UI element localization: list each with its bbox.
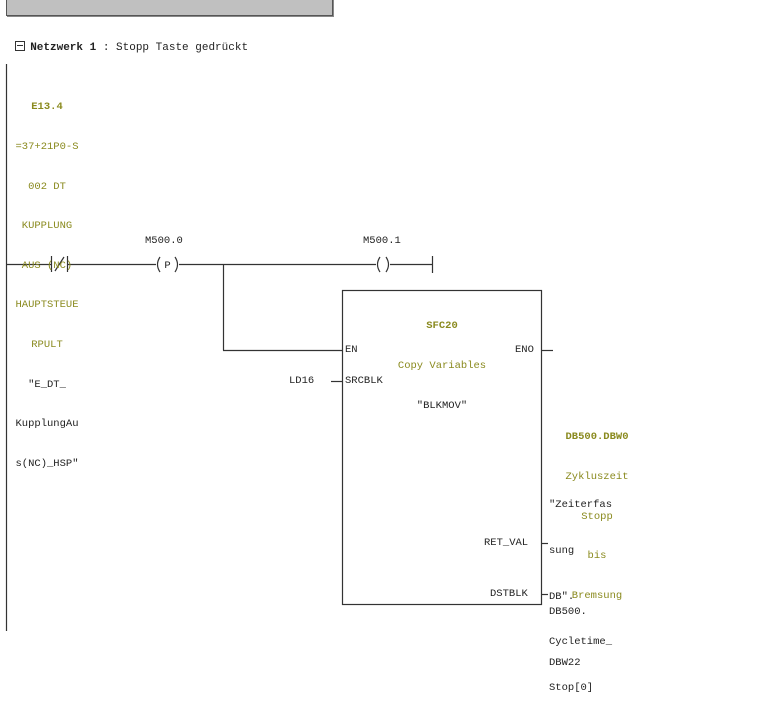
ret-val-comment-line: Stopp	[581, 510, 613, 523]
ret-val-comment-line: Bremsung	[571, 589, 623, 602]
network-header-bar	[6, 0, 333, 16]
ret-val-operand-header[interactable]: DB500.DBW0 Zykluszeit Stopp bis Bremsung	[549, 405, 645, 616]
contact-comment-line: HAUPTSTEUE	[15, 299, 79, 312]
pin-dstblk-label: DSTBLK	[490, 588, 528, 600]
contact-symbol-line: KupplungAu	[15, 418, 79, 431]
network-number: Netzwerk 1	[30, 42, 97, 54]
srcblk-operand[interactable]: LD16	[289, 375, 315, 387]
ret-val-address: DB500.DBW0	[565, 431, 629, 444]
title-separator: :	[96, 42, 117, 54]
coil-out-address[interactable]: M500.1	[363, 235, 401, 247]
block-header: SFC20 Copy Variables "BLKMOV"	[343, 294, 541, 426]
ret-val-comment-line: bis	[587, 550, 607, 563]
contact-symbol-line: "E_DT_	[28, 378, 66, 391]
pin-ret-val-label: RET_VAL	[484, 537, 529, 549]
contact-address: E13.4	[31, 101, 63, 114]
dstblk-operand-line: DB500.	[549, 606, 587, 618]
ret-val-symbol-line: Cycletime_	[549, 636, 613, 649]
output-coil-icon[interactable]	[376, 256, 390, 273]
ret-val-symbol-line: DB".	[549, 590, 575, 603]
pin-eno-label: ENO	[515, 344, 534, 356]
contact-symbol-line: s(NC)_HSP"	[15, 457, 79, 470]
ret-val-comment-line: Zykluszeit	[565, 471, 629, 484]
dstblk-operand-line: DBW22	[549, 657, 581, 669]
contact-operand[interactable]: E13.4 =37+21P0-S 002 DT KUPPLUNG AUS (NC…	[0, 75, 94, 484]
contact-comment-line: RPULT	[31, 339, 63, 352]
network-comment: Stopp Taste gedrückt	[116, 42, 249, 54]
p-coil-glyph: P	[164, 260, 170, 272]
coil-p-address[interactable]: M500.0	[145, 235, 183, 247]
nc-contact-icon[interactable]	[50, 256, 69, 272]
collapse-toggle-icon[interactable]	[15, 41, 26, 52]
network-title[interactable]: Netzwerk 1 : Stopp Taste gedrückt	[2, 30, 248, 54]
pin-en-label: EN	[345, 344, 358, 356]
dstblk-operand[interactable]: DB500. DBW22	[549, 570, 587, 689]
block-description: Copy Variables	[397, 360, 487, 373]
pin-srcblk-label: SRCBLK	[345, 375, 383, 387]
contact-comment-line: =37+21P0-S	[15, 141, 79, 154]
contact-comment-line: AUS (NC)	[21, 259, 73, 272]
block-name: SFC20	[426, 320, 458, 333]
sfc20-block[interactable]	[341, 289, 543, 606]
ladder-diagram: P	[5, 64, 553, 631]
p-coil-icon[interactable]	[156, 256, 179, 273]
ret-val-symbol-line: sung	[549, 545, 575, 558]
block-symbol: "BLKMOV"	[416, 399, 468, 412]
ret-val-symbol-line: "Zeiterfas	[549, 499, 613, 512]
contact-comment-line: 002 DT	[28, 180, 66, 193]
contact-comment-line: KUPPLUNG	[21, 220, 73, 233]
